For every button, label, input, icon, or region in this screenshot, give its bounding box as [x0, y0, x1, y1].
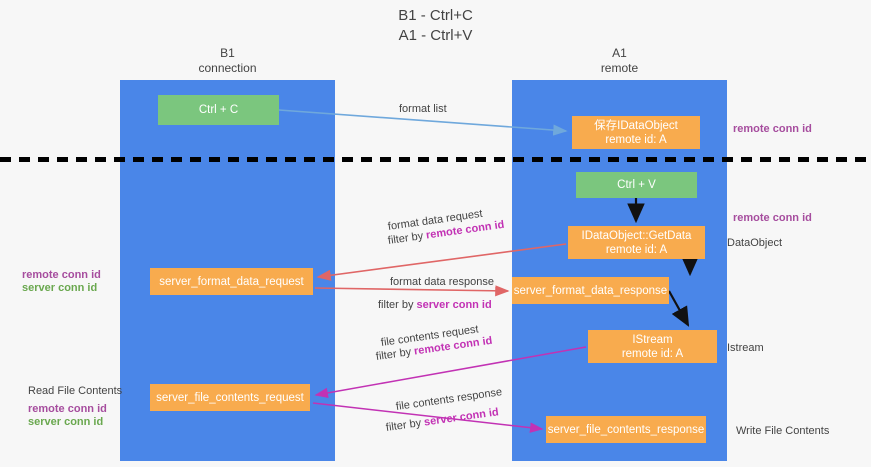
node-server-file-contents-request[interactable]: server_file_contents_request: [150, 384, 310, 411]
node-ctrl-c[interactable]: Ctrl + C: [158, 95, 279, 125]
edge-label-format-list: format list: [399, 103, 447, 115]
lane-header-b1: B1 connection: [120, 46, 335, 76]
node-server-format-data-request[interactable]: server_format_data_request: [150, 268, 313, 295]
node-server-file-contents-response[interactable]: server_file_contents_response: [546, 416, 706, 443]
node-sfc-request-label: server_file_contents_request: [156, 391, 304, 404]
node-sfc-response-label: server_file_contents_response: [547, 423, 705, 436]
page-title: B1 - Ctrl+C A1 - Ctrl+V: [0, 6, 871, 46]
node-istream-sub: remote id: A: [621, 347, 684, 360]
node-idataobject[interactable]: 保存IDataObject remote id: A: [572, 116, 700, 149]
node-idataobject-sub: remote id: A: [605, 133, 667, 146]
node-sfd-request-label: server_format_data_request: [159, 275, 304, 288]
annotation-left-server-conn-id-bottom: server conn id: [28, 416, 104, 428]
phase-separator: [0, 157, 871, 162]
edge-label-format-data-response-filter: filter by server conn id: [378, 298, 492, 312]
annotation-left-remote-conn-id-bottom: remote conn id: [28, 403, 107, 415]
edge-label-format-data-response: format data response: [390, 276, 494, 288]
filter-prefix: filter by: [385, 416, 425, 434]
filter-prefix: filter by: [378, 299, 417, 311]
node-ctrl-c-label: Ctrl + C: [198, 104, 239, 116]
filter-key-server-conn-id: server conn id: [416, 299, 492, 311]
node-getdata-sub: remote id: A: [605, 243, 668, 256]
node-ctrl-v-label: Ctrl + V: [617, 179, 656, 191]
annotation-write-file-contents: Write File Contents: [736, 425, 830, 437]
filter-prefix: filter by: [387, 229, 427, 247]
annotation-dataobject: DataObject: [727, 237, 783, 249]
lane-b1-role: connection: [198, 61, 257, 75]
node-idataobject-getdata[interactable]: IDataObject::GetData remote id: A: [568, 226, 705, 259]
node-server-format-data-response[interactable]: server_format_data_response: [512, 277, 669, 304]
lane-b1-name: B1: [220, 46, 235, 60]
lane-a1-name: A1: [612, 46, 627, 60]
node-idataobject-label: 保存IDataObject: [594, 119, 678, 132]
annotation-left-server-conn-id-mid: server conn id: [22, 282, 98, 294]
node-ctrl-v[interactable]: Ctrl + V: [576, 172, 697, 198]
title-line-2: A1 - Ctrl+V: [398, 27, 473, 44]
lane-header-a1: A1 remote: [512, 46, 727, 76]
annotation-left-remote-conn-id-mid: remote conn id: [22, 269, 101, 281]
annotation-remote-conn-id-mid: remote conn id: [733, 212, 812, 224]
node-getdata-label: IDataObject::GetData: [581, 229, 692, 242]
annotation-remote-conn-id-top: remote conn id: [733, 123, 812, 135]
node-istream[interactable]: IStream remote id: A: [588, 330, 717, 363]
annotation-read-file-contents: Read File Contents: [28, 385, 123, 397]
filter-prefix: filter by: [375, 345, 415, 363]
lane-a1-role: remote: [600, 61, 639, 75]
node-istream-label: IStream: [632, 333, 673, 346]
title-line-1: B1 - Ctrl+C: [398, 7, 473, 24]
node-sfd-response-label: server_format_data_response: [513, 284, 668, 297]
filter-key-server-conn-id: server conn id: [423, 406, 500, 429]
annotation-istream: Istream: [727, 342, 764, 354]
